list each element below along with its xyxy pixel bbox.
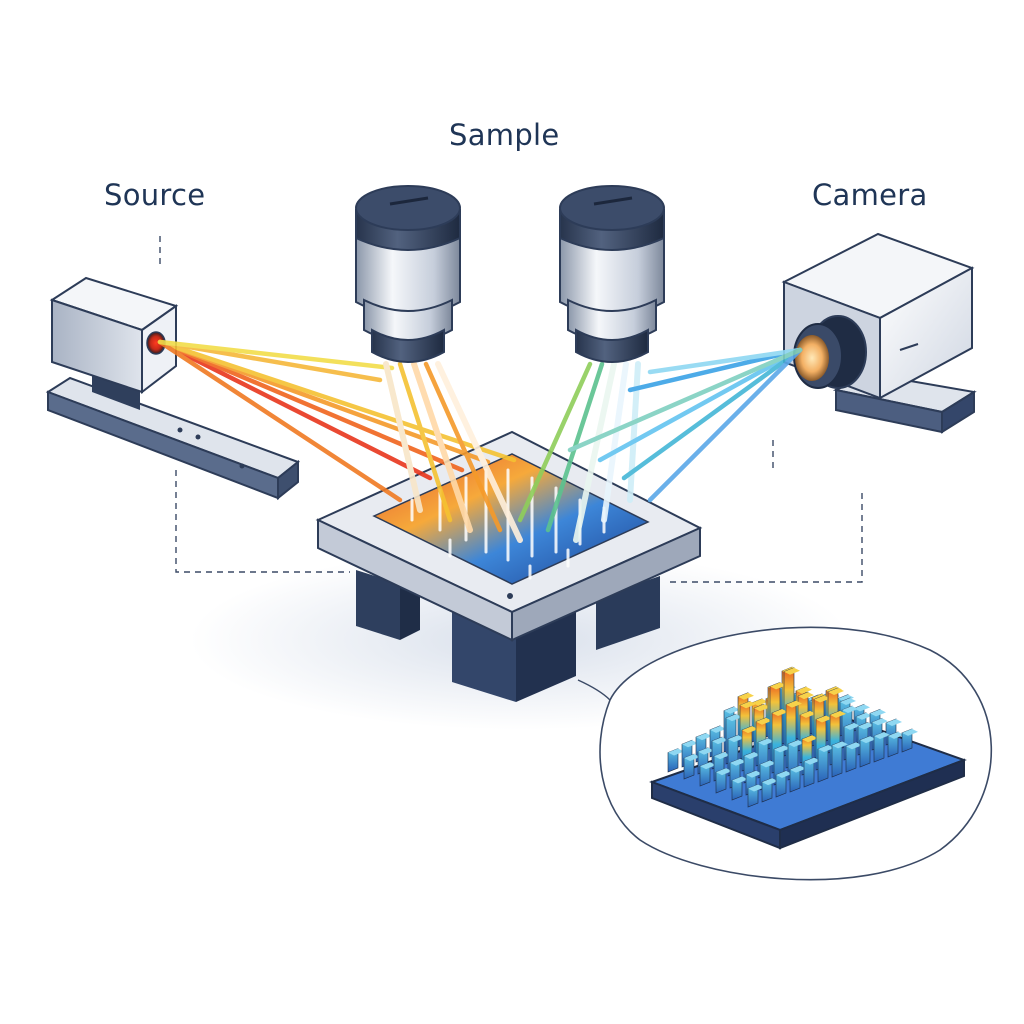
heatmap-bar-top — [712, 737, 728, 745]
heatmap-bar-top — [726, 714, 742, 722]
heatmap-bar-top — [752, 698, 768, 706]
stage-leg-left — [356, 570, 400, 640]
heatmap-bar-top — [668, 748, 684, 756]
heatmap-bar-top — [716, 768, 732, 776]
heatmap-bar-top — [728, 735, 744, 743]
heatmap-bar-top — [776, 770, 792, 778]
heatmap-bar-top — [832, 741, 848, 749]
heatmap-bar-top — [856, 712, 872, 720]
heatmap-bar — [859, 735, 871, 768]
camera-label: Camera — [812, 178, 928, 212]
heatmap-bar-top — [740, 701, 756, 709]
heatmap-bar-top — [742, 726, 758, 734]
connector-stage-camera — [670, 490, 863, 583]
heatmap-bar-top — [854, 704, 870, 712]
heatmap-bar-top — [682, 740, 698, 748]
light-source-icon[interactable] — [45, 276, 301, 501]
heatmap-bar-top — [714, 752, 730, 760]
camera-base-side — [941, 390, 975, 434]
heatmap-bar-top — [774, 745, 790, 753]
heatmap-bar-top — [788, 739, 804, 747]
heatmap-bar-top — [886, 718, 902, 726]
heatmap-bars — [667, 666, 918, 808]
rail-screw — [177, 427, 183, 433]
heatmap-bar-top — [754, 704, 770, 712]
source-rail-side — [277, 459, 299, 501]
heatmap-bar-top — [816, 715, 832, 723]
heatmap-bar-top — [772, 708, 788, 716]
heatmap-bar-top — [872, 718, 888, 726]
source-post — [92, 372, 140, 410]
heatmap-bar-top — [870, 709, 886, 717]
heatmap-bar-top — [838, 694, 854, 702]
heatmap-bar-top — [846, 742, 862, 750]
heatmap-bar — [873, 731, 885, 763]
stage-plate-side — [511, 526, 701, 642]
heatmap-bar-top — [800, 710, 816, 718]
heatmap-bar-top — [710, 725, 726, 733]
heatmap-bar-top — [730, 758, 746, 766]
heatmap-bar-top — [814, 695, 830, 703]
heatmap-bar-top — [802, 735, 818, 743]
sample-label: Sample — [449, 118, 560, 152]
heatmap-bar-top — [700, 762, 716, 770]
rail-screw — [239, 463, 245, 469]
heatmap-bar-top — [758, 738, 774, 746]
connector-source-stage — [175, 470, 350, 573]
objective-left — [355, 185, 461, 363]
source-label: Source — [104, 178, 206, 212]
heatmap-bar-top — [698, 747, 714, 755]
heatmap-bar-top — [724, 706, 740, 714]
light-beams — [157, 339, 803, 543]
heatmap-bar-top — [842, 706, 858, 714]
heatmap-bar-top — [770, 682, 786, 690]
heatmap-bar-top — [784, 667, 800, 675]
heatmap-bar-top — [860, 736, 876, 744]
heatmap-bar-top — [818, 745, 834, 753]
heatmap-bar-top — [902, 728, 918, 736]
heatmap-bar-top — [762, 778, 778, 786]
heatmap-bar-top — [756, 717, 772, 725]
rail-screw — [195, 434, 201, 440]
heatmap-bar-top — [790, 765, 806, 773]
heatmap-bar-top — [696, 733, 712, 741]
heatmap-bar-top — [798, 692, 814, 700]
heatmap-base-side — [779, 758, 965, 850]
heatmap-bar-top — [760, 760, 776, 768]
heatmap-bar — [831, 740, 843, 778]
camera-detail-mark — [899, 343, 919, 351]
heatmap-bar-top — [746, 770, 762, 778]
heatmap-bar-top — [732, 776, 748, 784]
dashed-connectors — [159, 236, 863, 583]
heatmap-bar-top — [744, 751, 760, 759]
heatmap-bar-top — [796, 686, 812, 694]
heatmap-bar-top — [830, 710, 846, 718]
objective-right — [559, 185, 665, 363]
3d-heatmap-icon[interactable] — [649, 666, 967, 850]
camera-icon[interactable] — [781, 232, 977, 434]
heatmap-bar-top — [874, 732, 890, 740]
heatmap-bar-top — [684, 754, 700, 762]
heatmap-bar-top — [840, 697, 856, 705]
inset-leader-line — [577, 679, 611, 701]
heatmap-bar-top — [858, 722, 874, 730]
heatmap-bar-top — [786, 700, 802, 708]
microscope-objective-icon[interactable] — [355, 185, 665, 363]
heatmap-bar-top — [888, 731, 904, 739]
camera-lens-glass — [795, 335, 829, 381]
heatmap-bar-top — [738, 692, 754, 700]
heatmap-bar-top — [828, 688, 844, 696]
stage-screw — [507, 593, 513, 599]
heatmap-bar-top — [748, 784, 764, 792]
heatmap-bar-top — [804, 757, 820, 765]
heatmap-bar-top — [844, 722, 860, 730]
